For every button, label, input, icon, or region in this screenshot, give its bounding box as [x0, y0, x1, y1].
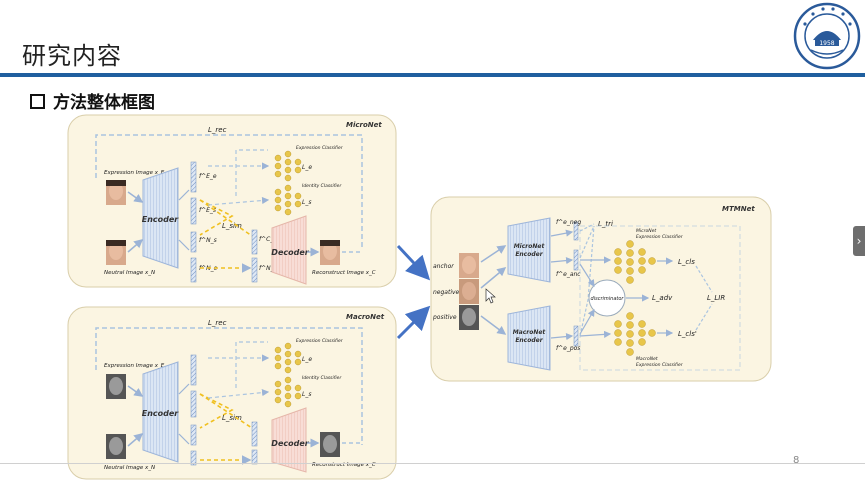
micronet-feature-fc-dec1: f^C_e	[259, 236, 277, 243]
footer-rule	[0, 463, 865, 464]
macronet-expression-classifier: Expression Classifier	[296, 338, 344, 344]
macronet-encoder-label: Encoder	[142, 409, 180, 418]
mtmnet-positive-label: positive	[432, 314, 457, 321]
mtmnet-panel: MTMNet anchor negative positive MicroNet…	[430, 196, 772, 382]
micronet-panel: MicroNet L_rec Expression Image x_E Neut…	[67, 114, 397, 288]
micronet-loss-e: L_e	[302, 164, 312, 171]
mtmnet-loss-lir: L_LIR	[707, 294, 725, 302]
mtmnet-f-neg: f^e_neg	[556, 219, 581, 226]
section-heading-text: 方法整体框图	[53, 93, 155, 113]
mtmnet-label: MTMNet	[722, 205, 755, 213]
macronet-loss-sim: L_sim	[222, 414, 242, 422]
micronet-feature-fs-top: f^E_s	[199, 207, 216, 214]
mouse-cursor-icon	[485, 288, 496, 304]
mtmnet-negative-label: negative	[433, 289, 460, 296]
micronet-feature-fs-bottom: f^N_s	[199, 237, 217, 244]
mtmnet-f-anc: f^e_anc	[556, 271, 581, 278]
macronet-label: MacroNet	[346, 313, 385, 321]
mtmnet-loss-tri: L_tri	[598, 220, 613, 228]
macronet-reconstruct-label: Reconstruct Image x_C	[312, 462, 376, 468]
section-heading: 方法整体框图	[30, 88, 155, 113]
slide-title: 研究内容	[22, 42, 122, 70]
micronet-encoder-label: Encoder	[142, 215, 180, 224]
micronet-label: MicroNet	[346, 121, 382, 129]
university-seal-icon: 1958	[793, 2, 861, 70]
mtmnet-discriminator: discriminator	[591, 296, 625, 302]
micronet-loss-sim: L_sim	[222, 222, 242, 230]
mtmnet-loss-cls2: L_cls'	[678, 330, 697, 338]
micronet-expression-image-label: Expression Image x_E	[104, 170, 165, 176]
micronet-loss-s: L_s	[302, 199, 311, 206]
macronet-loss-rec: L_rec	[208, 319, 227, 327]
logo-year: 1958	[819, 40, 834, 47]
mtmnet-f-pos: f^e_pos	[556, 345, 580, 352]
macronet-panel: MacroNet L_rec Expression Image x_E Neut…	[67, 306, 397, 480]
mtmnet-anchor-label: anchor	[433, 263, 454, 270]
macronet-neutral-image-label: Neutral Image x_N	[104, 465, 155, 471]
square-bullet-icon	[30, 94, 45, 109]
page-number: 8	[793, 455, 800, 466]
micronet-feature-fe-top: f^E_e	[199, 173, 217, 180]
mtmnet-loss-adv: L_adv	[652, 294, 673, 302]
micronet-decoder-label: Decoder	[271, 248, 309, 257]
discriminator-node	[588, 279, 626, 317]
macronet-to-mtmnet-arrow	[396, 305, 431, 340]
micronet-neutral-image-label: Neutral Image x_N	[104, 270, 155, 276]
macronet-loss-e: L_e	[302, 356, 312, 363]
micronet-to-mtmnet-arrow	[396, 244, 431, 281]
macronet-identity-classifier: Identity Classifier	[302, 375, 342, 381]
micronet-identity-classifier: Identity Classifier	[302, 183, 342, 189]
micronet-expression-classifier: Expression Classifier	[296, 145, 344, 151]
next-slide-arrow-icon[interactable]: ›	[853, 226, 865, 256]
macronet-decoder-label: Decoder	[271, 439, 309, 448]
header-rule	[0, 73, 865, 77]
macronet-loss-s: L_s	[302, 391, 311, 398]
macronet-expression-image-label: Expression Image x_E	[104, 363, 165, 369]
mtmnet-loss-cls: L_cls	[678, 258, 695, 266]
micronet-reconstruct-label: Reconstruct Image x_C	[312, 270, 376, 276]
micronet-feature-fc-dec2: f^N_s	[259, 265, 277, 272]
micronet-loss-rec: L_rec	[208, 126, 227, 134]
